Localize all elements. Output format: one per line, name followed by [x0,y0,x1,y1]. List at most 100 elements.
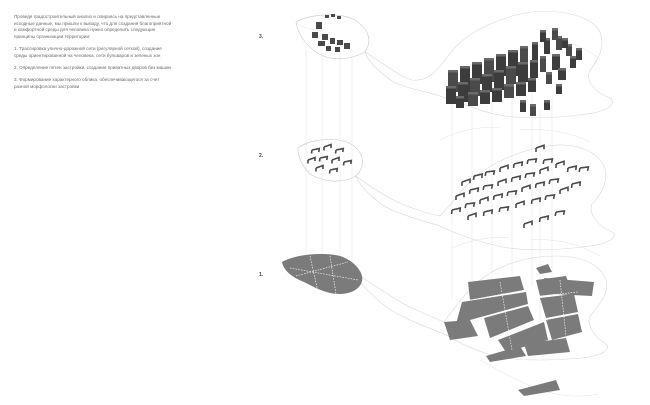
building-footprint [467,212,477,220]
building-roof [552,28,558,31]
massing-cluster-main [446,28,582,116]
building-roof [562,38,568,41]
building-roof [446,86,456,89]
site-contour-2 [355,144,615,251]
building-footprint [578,165,590,173]
building-footprint [450,207,462,215]
building-roof [494,70,504,73]
building-footprint [497,178,507,186]
building-roof [556,36,562,39]
principle-2: 2. Определение пятен застройки, создание… [14,65,172,71]
building-footprint [535,144,545,152]
building-mass [576,48,582,60]
building-footprint [554,209,566,217]
building-roof [468,92,478,95]
building-footprint [468,187,480,195]
building-mass [530,60,538,78]
layer-label-2: 2. [259,153,264,159]
building-footprint [482,183,494,191]
site-contour-3 [364,11,613,119]
building-mass [518,62,528,82]
building-roof [530,60,538,63]
building-mass [540,56,546,72]
building-mass [552,54,560,70]
building-footprint [455,192,465,200]
building-roof [570,56,576,59]
building-mass [532,42,538,60]
building-mass [482,74,492,92]
building-mass [494,70,504,90]
building-roof [520,100,526,103]
building-footprint [492,193,504,201]
building-mass [556,36,562,50]
building-roof [506,66,516,69]
building-mass [558,68,566,80]
building-footprint [482,209,494,217]
building-footprint [566,165,578,173]
building-mass [496,54,506,76]
building-mass [530,104,536,116]
building-footprint [559,186,569,194]
building-roof [484,58,494,61]
block-left [282,254,363,294]
building-footprint [472,173,484,181]
building-footprint [524,171,536,179]
building-mass [552,28,558,40]
building-footprint [510,175,522,183]
building-roof [532,42,538,45]
building-roof [470,78,480,81]
building-roof [516,82,526,85]
layer-building-footprints [297,127,615,251]
building-mass [460,66,470,92]
building-footprint [521,184,531,192]
building-roof [546,72,552,75]
building-footprint [570,181,582,189]
building-mass [520,100,526,112]
building-roof [576,48,582,51]
building-mass [556,84,562,94]
building-mass [544,38,550,54]
building-footprint [499,164,509,172]
principle-3: 3. Формирование характерного облика, обе… [14,77,160,90]
building-footprint [328,167,339,174]
footprints-left [307,143,353,174]
building-roof [544,38,550,41]
building-roof [482,74,492,77]
building-roof [518,62,528,65]
footprints-main [450,144,590,228]
building-footprint [498,205,510,213]
blocks-main [444,264,594,396]
building-footprint [479,196,489,204]
building-footprint [512,161,524,169]
intro-paragraph: Проведя градостроительный анализ и опира… [14,14,172,40]
building-roof [456,96,464,99]
building-footprint [530,197,542,205]
building-footprint [484,169,496,177]
building-footprint [534,181,546,189]
building-mass [506,66,516,84]
building-footprint [515,200,525,208]
building-footprint [548,177,560,185]
building-footprint [323,143,332,151]
building-roof [540,30,546,33]
building-roof [508,50,518,53]
building-mass [480,90,490,104]
building-roof [530,104,536,107]
building-footprint [555,160,565,168]
building-footprint [307,156,316,164]
building-roof [520,46,528,49]
building-mass [484,58,494,82]
building-footprint [539,166,549,174]
building-footprint [544,193,556,201]
building-mass [516,82,526,96]
building-footprint [310,147,321,154]
building-roof [544,100,550,103]
building-mass [546,72,552,84]
building-mass [528,78,536,92]
building-footprint [538,215,550,223]
building-footprint [315,164,324,172]
building-mass [520,46,528,66]
building-mass [448,70,458,92]
building-roof [448,70,458,73]
